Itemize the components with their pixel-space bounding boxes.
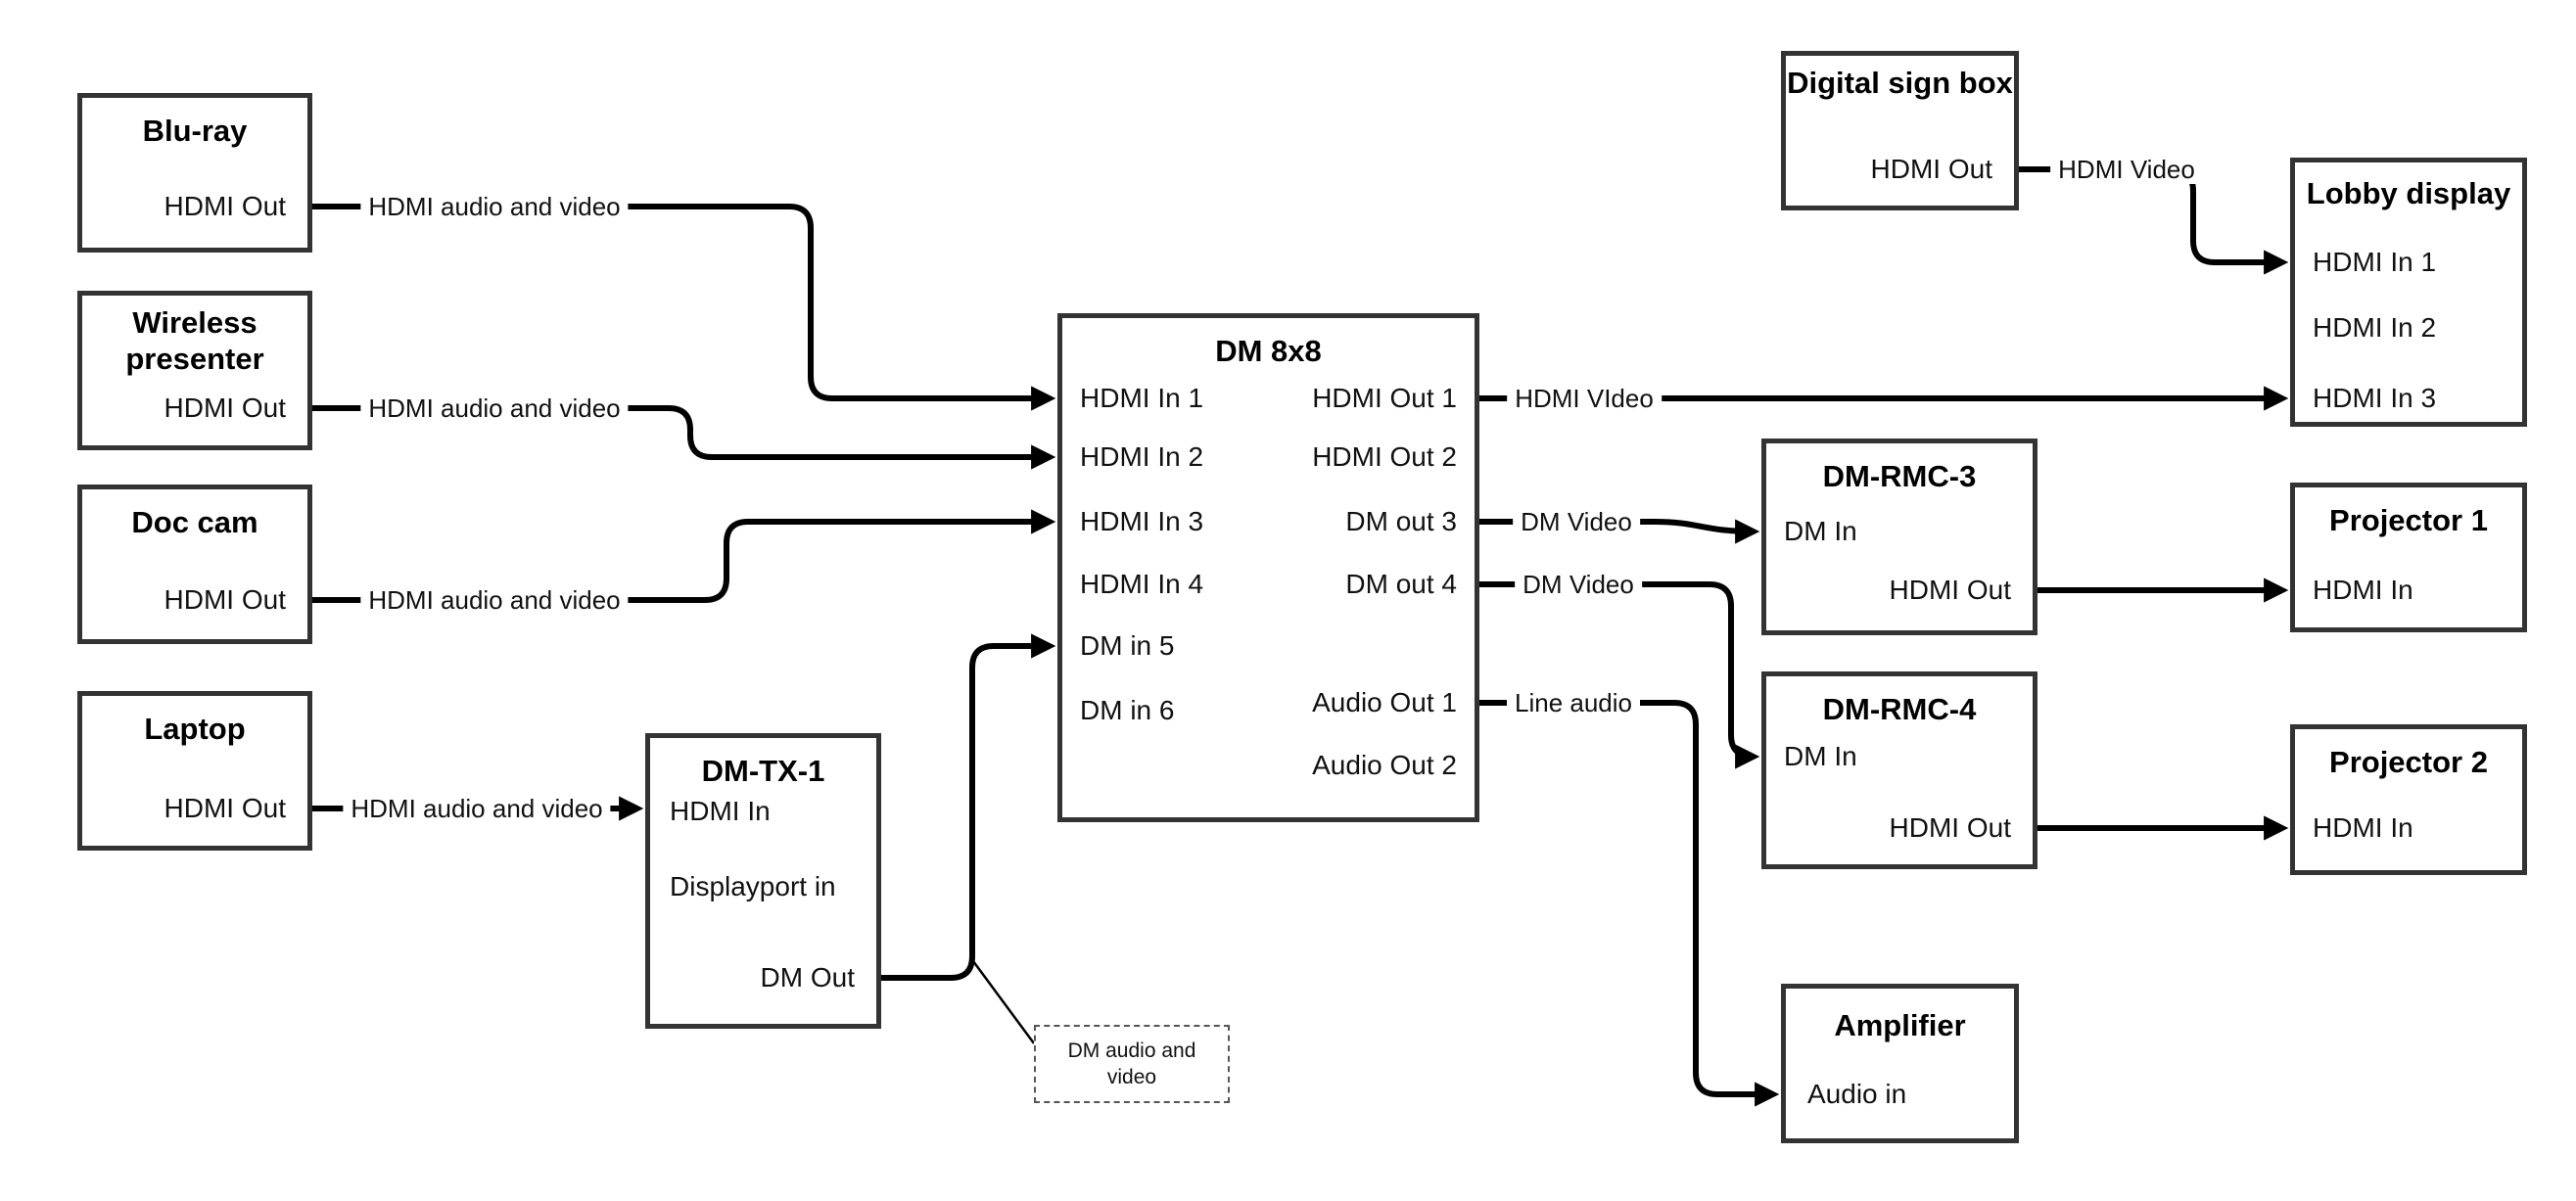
node-projector-2[interactable]: Projector 2 HDMI In (2290, 724, 2527, 875)
port-audio-out-1: Audio Out 1 (1312, 687, 1457, 717)
port-hdmi-out: HDMI Out (164, 584, 286, 615)
node-wireless-presenter[interactable]: Wireless presenter HDMI Out (77, 291, 312, 450)
port-hdmi-out: HDMI Out (1889, 812, 2011, 843)
edge-label-hdmi-av-wireless: HDMI audio and video (360, 393, 629, 423)
port-audio-out-2: Audio Out 2 (1312, 750, 1457, 780)
node-lobby-display[interactable]: Lobby display HDMI In 1 HDMI In 2 HDMI I… (2290, 158, 2527, 427)
wire-dm8x8-audio1-to-amplifier[interactable] (1479, 700, 1780, 1107)
port-hdmi-in-2: HDMI In 2 (1080, 441, 1204, 472)
node-title: Lobby display (2306, 176, 2511, 210)
node-title: Doc cam (131, 505, 258, 539)
wire-dm8x8-out4-to-rmc4[interactable] (1479, 581, 1760, 769)
annotation-leader-line (971, 960, 1036, 1044)
port-hdmi-in: HDMI In (670, 796, 771, 826)
node-amplifier[interactable]: Amplifier Audio in (1781, 984, 2019, 1143)
node-title: DM-RMC-3 (1822, 459, 1977, 493)
node-blu-ray[interactable]: Blu-ray HDMI Out (77, 93, 312, 253)
port-hdmi-out: HDMI Out (1870, 154, 1992, 184)
port-audio-in: Audio in (1807, 1079, 1907, 1109)
node-dm-rmc-4[interactable]: DM-RMC-4 DM In HDMI Out (1761, 671, 2037, 869)
port-dm-out-4: DM out 4 (1345, 569, 1457, 599)
port-hdmi-in-1: HDMI In 1 (1080, 383, 1204, 413)
edge-label-hdmi-video-out1: HDMI VIdeo (1507, 384, 1662, 413)
wire-bluray-to-dm8x8-in1[interactable] (312, 204, 1056, 411)
port-hdmi-out: HDMI Out (164, 793, 286, 823)
node-title: Laptop (144, 712, 246, 746)
edge-label-hdmi-av-doccam: HDMI audio and video (360, 585, 629, 615)
port-dm-out: DM Out (760, 962, 855, 993)
port-displayport-in: Displayport in (670, 871, 836, 901)
node-title: Projector 1 (2329, 503, 2488, 537)
node-digital-sign-box[interactable]: Digital sign box HDMI Out (1781, 51, 2019, 210)
wire-dmtx1-to-dm8x8-in5[interactable] (881, 633, 1056, 981)
wire-wireless-to-dm8x8-in2[interactable] (312, 405, 1056, 470)
edge-label-dm-video-out4: DM Video (1515, 570, 1642, 599)
port-dm-in: DM In (1784, 516, 1857, 546)
node-title: DM-TX-1 (701, 754, 825, 788)
port-hdmi-in: HDMI In (2313, 575, 2413, 605)
port-hdmi-out-2: HDMI Out 2 (1312, 441, 1457, 472)
edge-label-hdmi-av-bluray: HDMI audio and video (360, 192, 629, 221)
node-title: Amplifier (1834, 1008, 1966, 1042)
port-hdmi-in-3: HDMI In 3 (1080, 506, 1204, 536)
port-dm-out-3: DM out 3 (1345, 506, 1457, 536)
port-hdmi-out: HDMI Out (1889, 575, 2011, 605)
port-dm-in: DM In (1784, 741, 1857, 771)
node-title: Projector 2 (2329, 745, 2488, 779)
wire-dm8x8-out3-to-rmc3[interactable] (1479, 519, 1760, 544)
node-title: Wireless presenter (125, 305, 264, 376)
node-title: DM-RMC-4 (1822, 692, 1977, 726)
node-projector-1[interactable]: Projector 1 HDMI In (2290, 483, 2527, 632)
port-hdmi-out-1: HDMI Out 1 (1312, 383, 1457, 413)
edge-label-dm-video-out3: DM Video (1513, 507, 1640, 536)
node-dm-8x8[interactable]: DM 8x8 HDMI In 1 HDMI In 2 HDMI In 3 HDM… (1057, 313, 1479, 822)
port-dm-in-5: DM in 5 (1080, 630, 1175, 661)
node-doc-cam[interactable]: Doc cam HDMI Out (77, 485, 312, 644)
port-dm-in-6: DM in 6 (1080, 695, 1175, 725)
edge-label-line-audio: Line audio (1507, 688, 1640, 717)
port-hdmi-out: HDMI Out (164, 393, 286, 423)
edge-label-hdmi-video-sign: HDMI Video (2050, 155, 2203, 184)
port-hdmi-in-4: HDMI In 4 (1080, 569, 1204, 599)
node-dm-tx-1[interactable]: DM-TX-1 HDMI In Displayport in DM Out (645, 733, 881, 1029)
wire-doccam-to-dm8x8-in3[interactable] (312, 509, 1056, 603)
node-dm-rmc-3[interactable]: DM-RMC-3 DM In HDMI Out (1761, 439, 2037, 635)
port-hdmi-out: HDMI Out (164, 191, 286, 221)
node-title: Blu-ray (142, 114, 248, 148)
port-hdmi-in-1: HDMI In 1 (2313, 247, 2437, 277)
annotation-dm-audio-video: DM audio and video (1034, 1025, 1230, 1103)
edge-label-hdmi-av-laptop: HDMI audio and video (343, 794, 611, 823)
port-hdmi-in-2: HDMI In 2 (2313, 312, 2437, 343)
node-title: Digital sign box (1787, 66, 2013, 100)
port-hdmi-in-3: HDMI In 3 (2313, 383, 2437, 413)
port-hdmi-in: HDMI In (2313, 812, 2413, 843)
node-laptop[interactable]: Laptop HDMI Out (77, 691, 312, 851)
node-title: DM 8x8 (1215, 334, 1322, 368)
